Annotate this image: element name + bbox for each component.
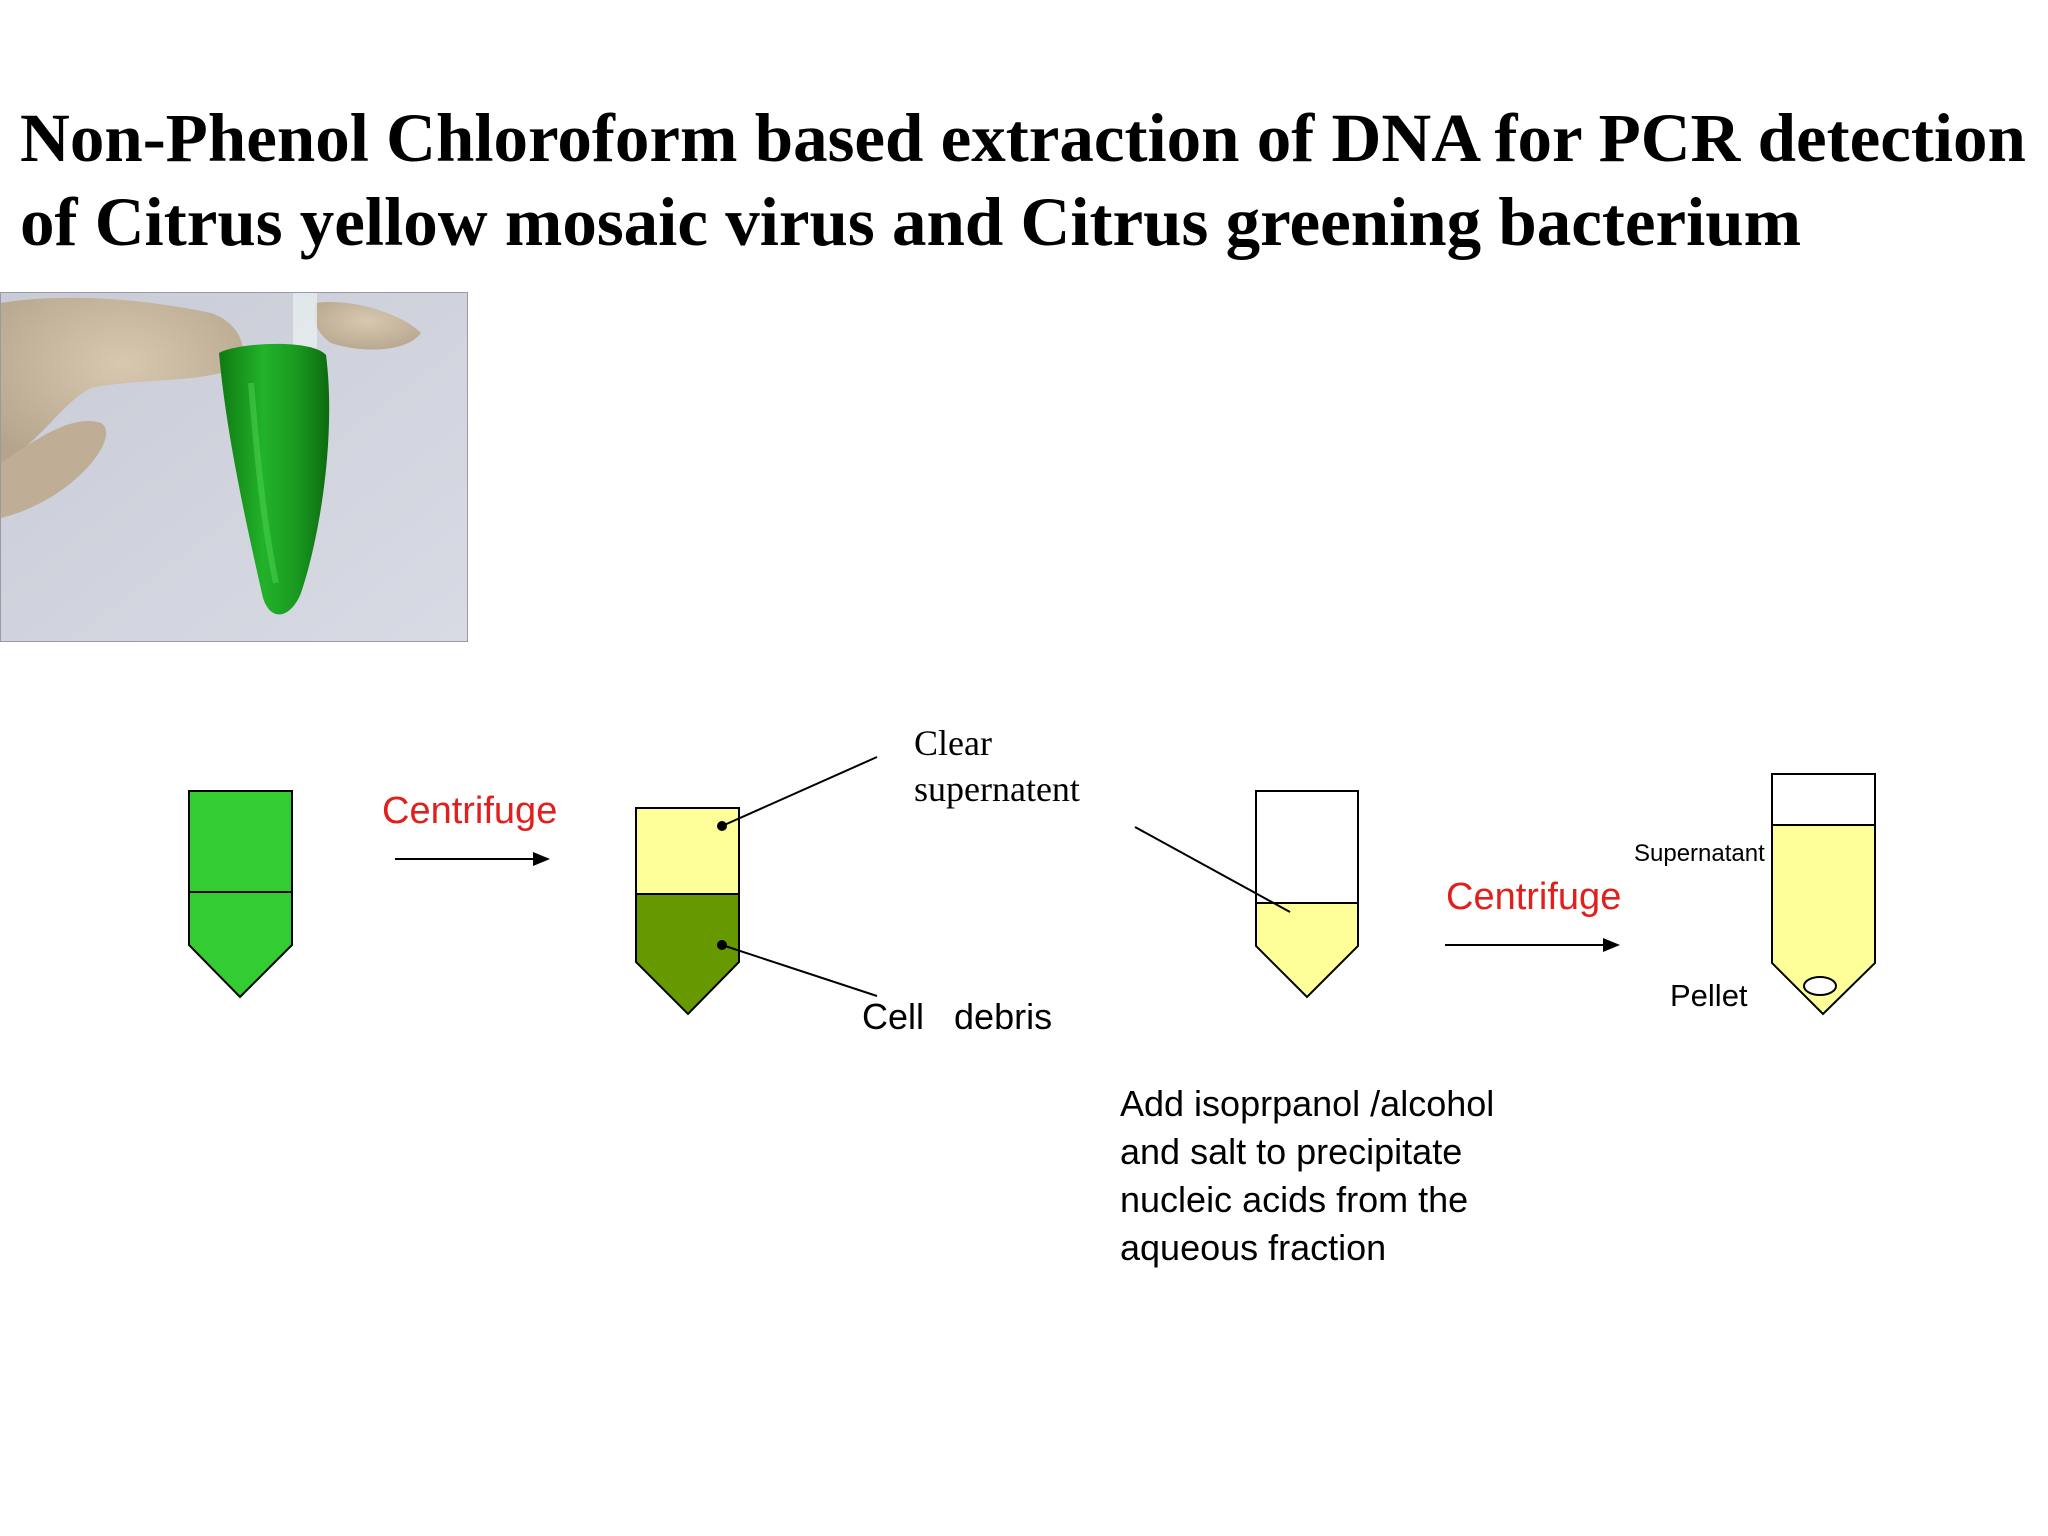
tube-photo (0, 292, 468, 642)
tube-3-pointer (1134, 826, 1291, 913)
centrifuge-label-2: Centrifuge (1446, 876, 1622, 918)
supernatent-pointer (721, 756, 878, 827)
tube-3-liquid (1255, 902, 1359, 999)
tube-3-aqueous (1134, 790, 1359, 999)
clear-supernatent-label: Clear supernatent (914, 720, 1080, 812)
debris-pointer (721, 944, 878, 997)
tube-2-supernatant-layer (635, 807, 740, 895)
tube-1-homogenate (188, 790, 293, 999)
clear-supernatent-line-1: Clear (914, 723, 992, 763)
pellet-icon (1803, 976, 1837, 996)
step-note-line-3: nucleic acids from the (1120, 1179, 1469, 1220)
step-note: Add isoprpanol /alcohol and salt to prec… (1120, 1080, 1494, 1272)
tube-4-pellet (1771, 773, 1876, 1016)
arrow-1 (395, 852, 550, 866)
tube-2-separated (635, 756, 878, 1016)
tube-3-empty-part (1255, 790, 1359, 904)
supernatant-label: Supernatant (1634, 840, 1765, 867)
title-line-1: Non-Phenol Chloroform based extraction o… (20, 100, 2026, 176)
centrifuge-label-1: Centrifuge (382, 790, 558, 832)
page-title: Non-Phenol Chloroform based extraction o… (20, 96, 2040, 264)
arrow-2 (1445, 938, 1620, 952)
tube-2-debris-layer (635, 893, 740, 1016)
tube-4-empty-part (1771, 773, 1876, 826)
tube-photo-drawing (1, 293, 467, 641)
step-note-line-1: Add isoprpanol /alcohol (1120, 1083, 1495, 1124)
pellet-label: Pellet (1670, 978, 1748, 1013)
clear-supernatent-line-2: supernatent (914, 769, 1080, 809)
tube-1-body (188, 790, 293, 999)
step-note-line-2: and salt to precipitate (1120, 1131, 1463, 1172)
tube-4-liquid (1771, 824, 1876, 1016)
title-line-2: of Citrus yellow mosaic virus and Citrus… (20, 184, 1802, 260)
cell-debris-label: Cell debris (862, 996, 1053, 1037)
step-note-line-4: aqueous fraction (1120, 1227, 1387, 1268)
